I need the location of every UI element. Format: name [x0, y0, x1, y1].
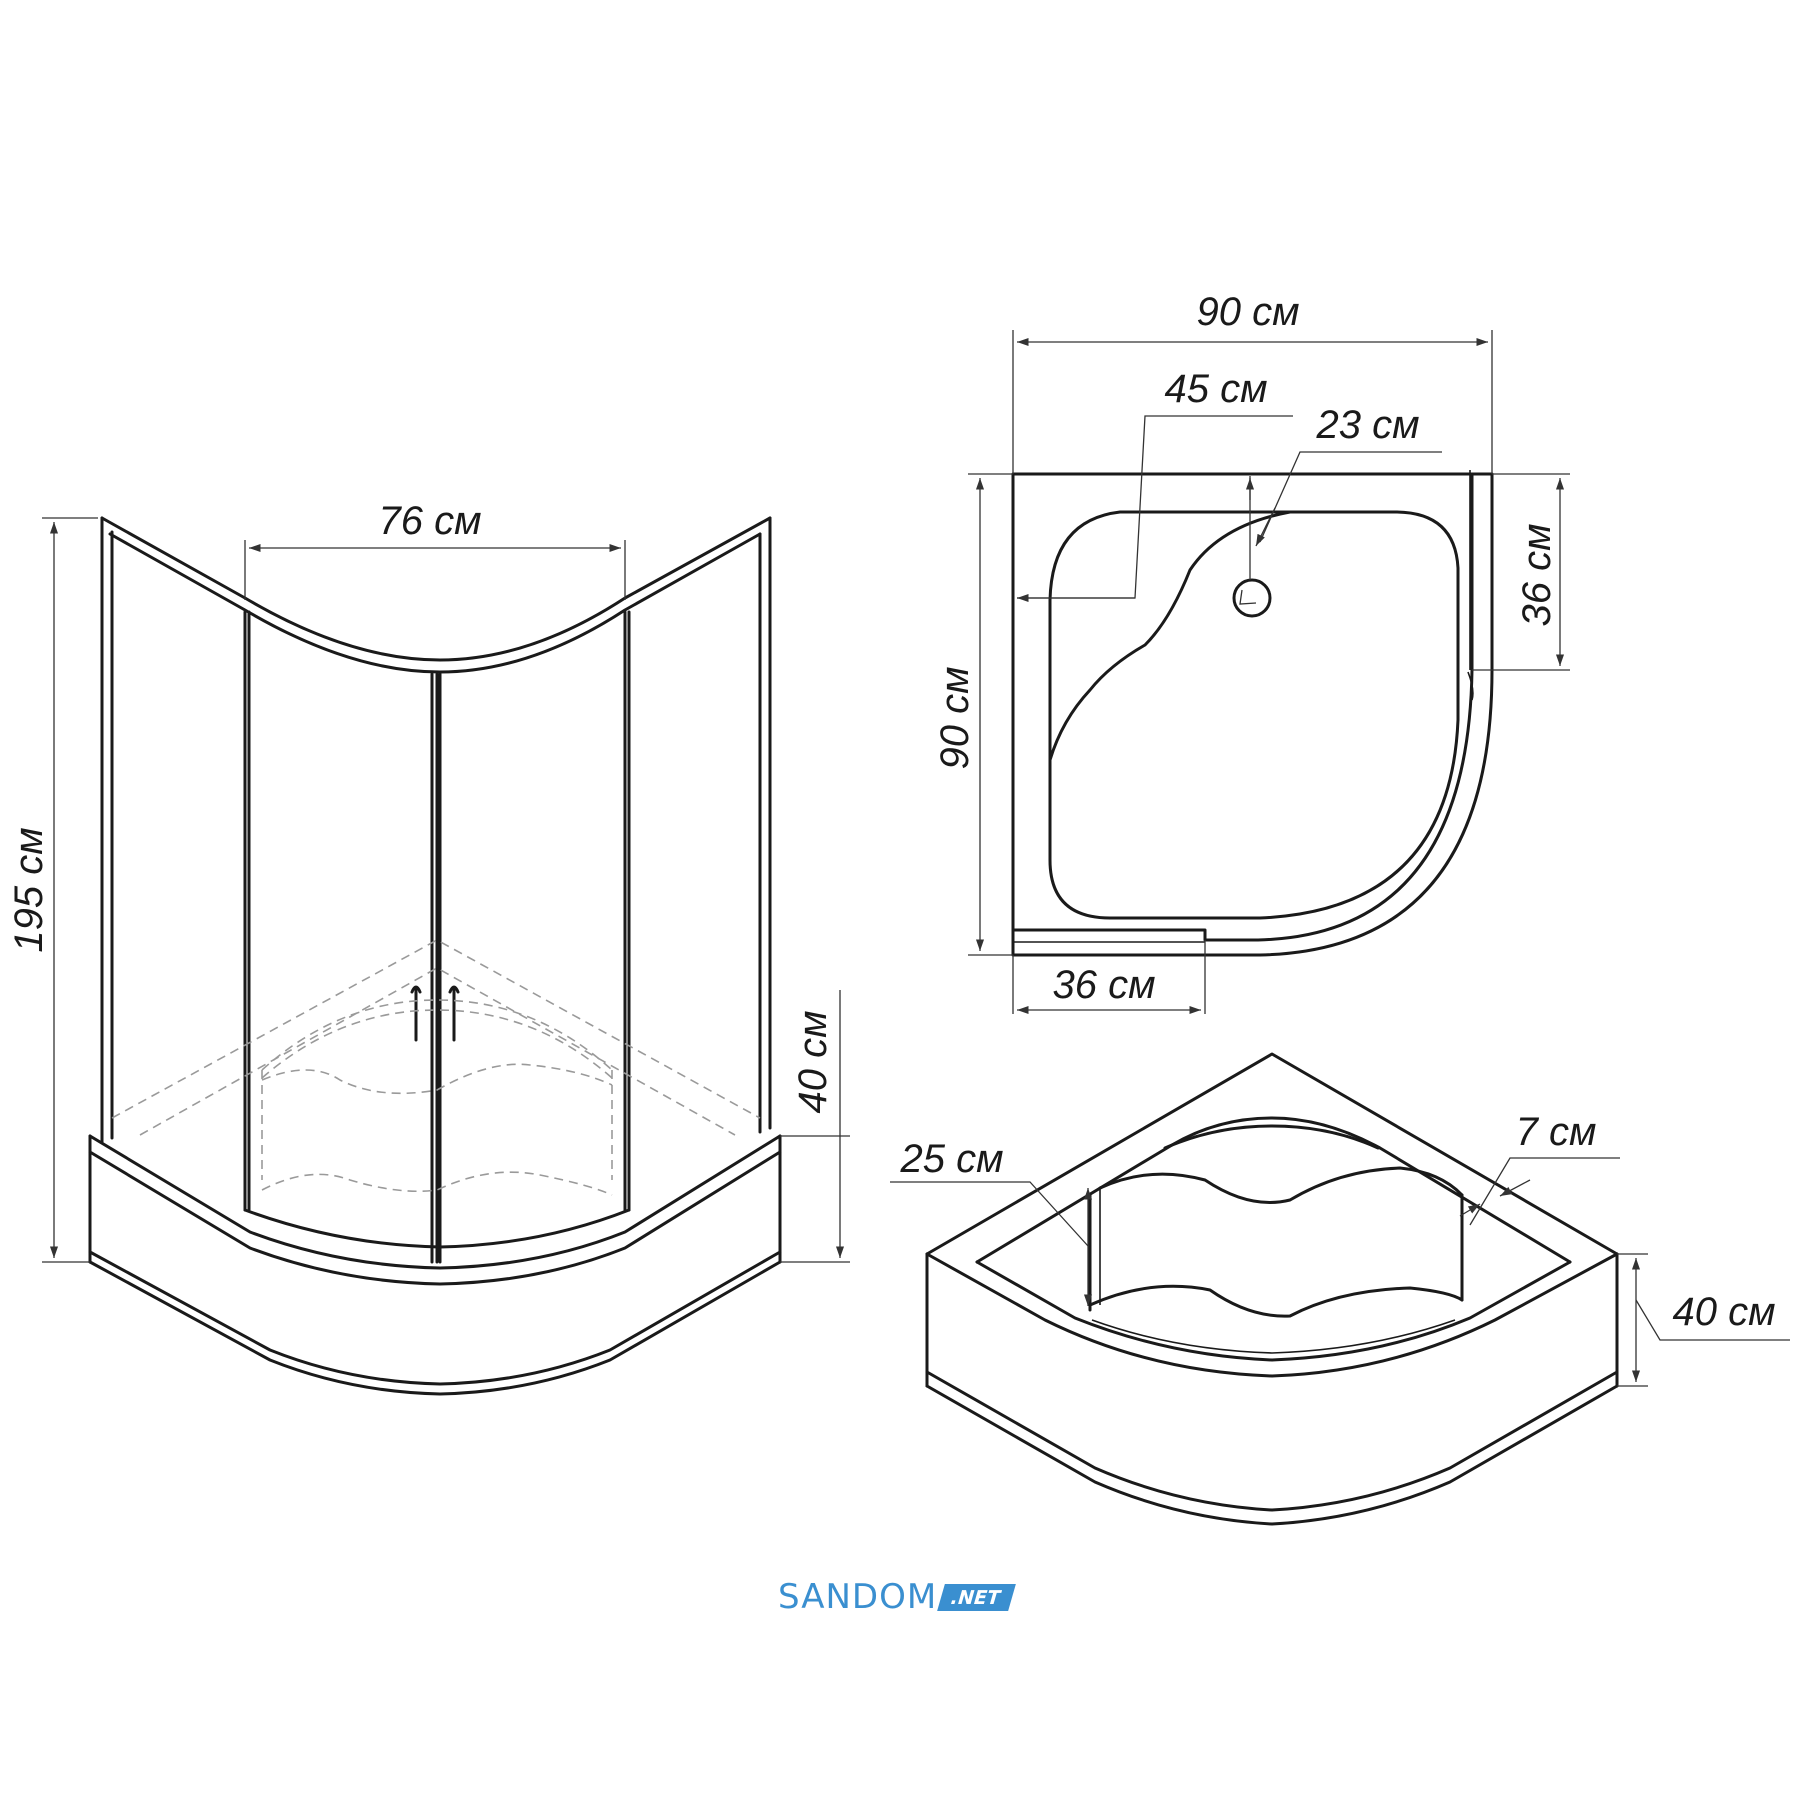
dim-seat-height-label: 25 см — [899, 1137, 1003, 1181]
dim-height-label: 195 см — [7, 827, 51, 952]
dim-arc-width-label: 76 см — [378, 499, 481, 543]
dim-rim-width-label: 7 см — [1516, 1110, 1597, 1154]
door-handle-left — [410, 985, 422, 1042]
brand-tld: .NET — [937, 1583, 1017, 1611]
door-handle-right — [448, 985, 460, 1042]
dim-bottom-straight-label: 36 см — [1052, 963, 1155, 1007]
tray-view: 25 см 7 см 40 см — [890, 1052, 1790, 1526]
brand-logo: SANDOM .NET — [778, 1572, 1017, 1622]
front-view: 195 см 76 см 40 см — [7, 499, 850, 1396]
dim-side-straight-label: 36 см — [1515, 523, 1559, 626]
dim-depth-label: 90 см — [933, 666, 977, 769]
dim-tray-height-label-2: 40 см — [1672, 1290, 1775, 1334]
dim-drain-offset-label: 45 см — [1164, 367, 1267, 411]
dim-drain-diameter-label: 23 см — [1315, 403, 1419, 447]
top-view: 90 см 45 см 23 см 90 см 36 см 36 см — [933, 290, 1570, 1015]
dim-width-label: 90 см — [1196, 290, 1299, 334]
dim-tray-height-label: 40 см — [791, 1010, 835, 1113]
brand-name: SANDOM — [778, 1577, 938, 1617]
